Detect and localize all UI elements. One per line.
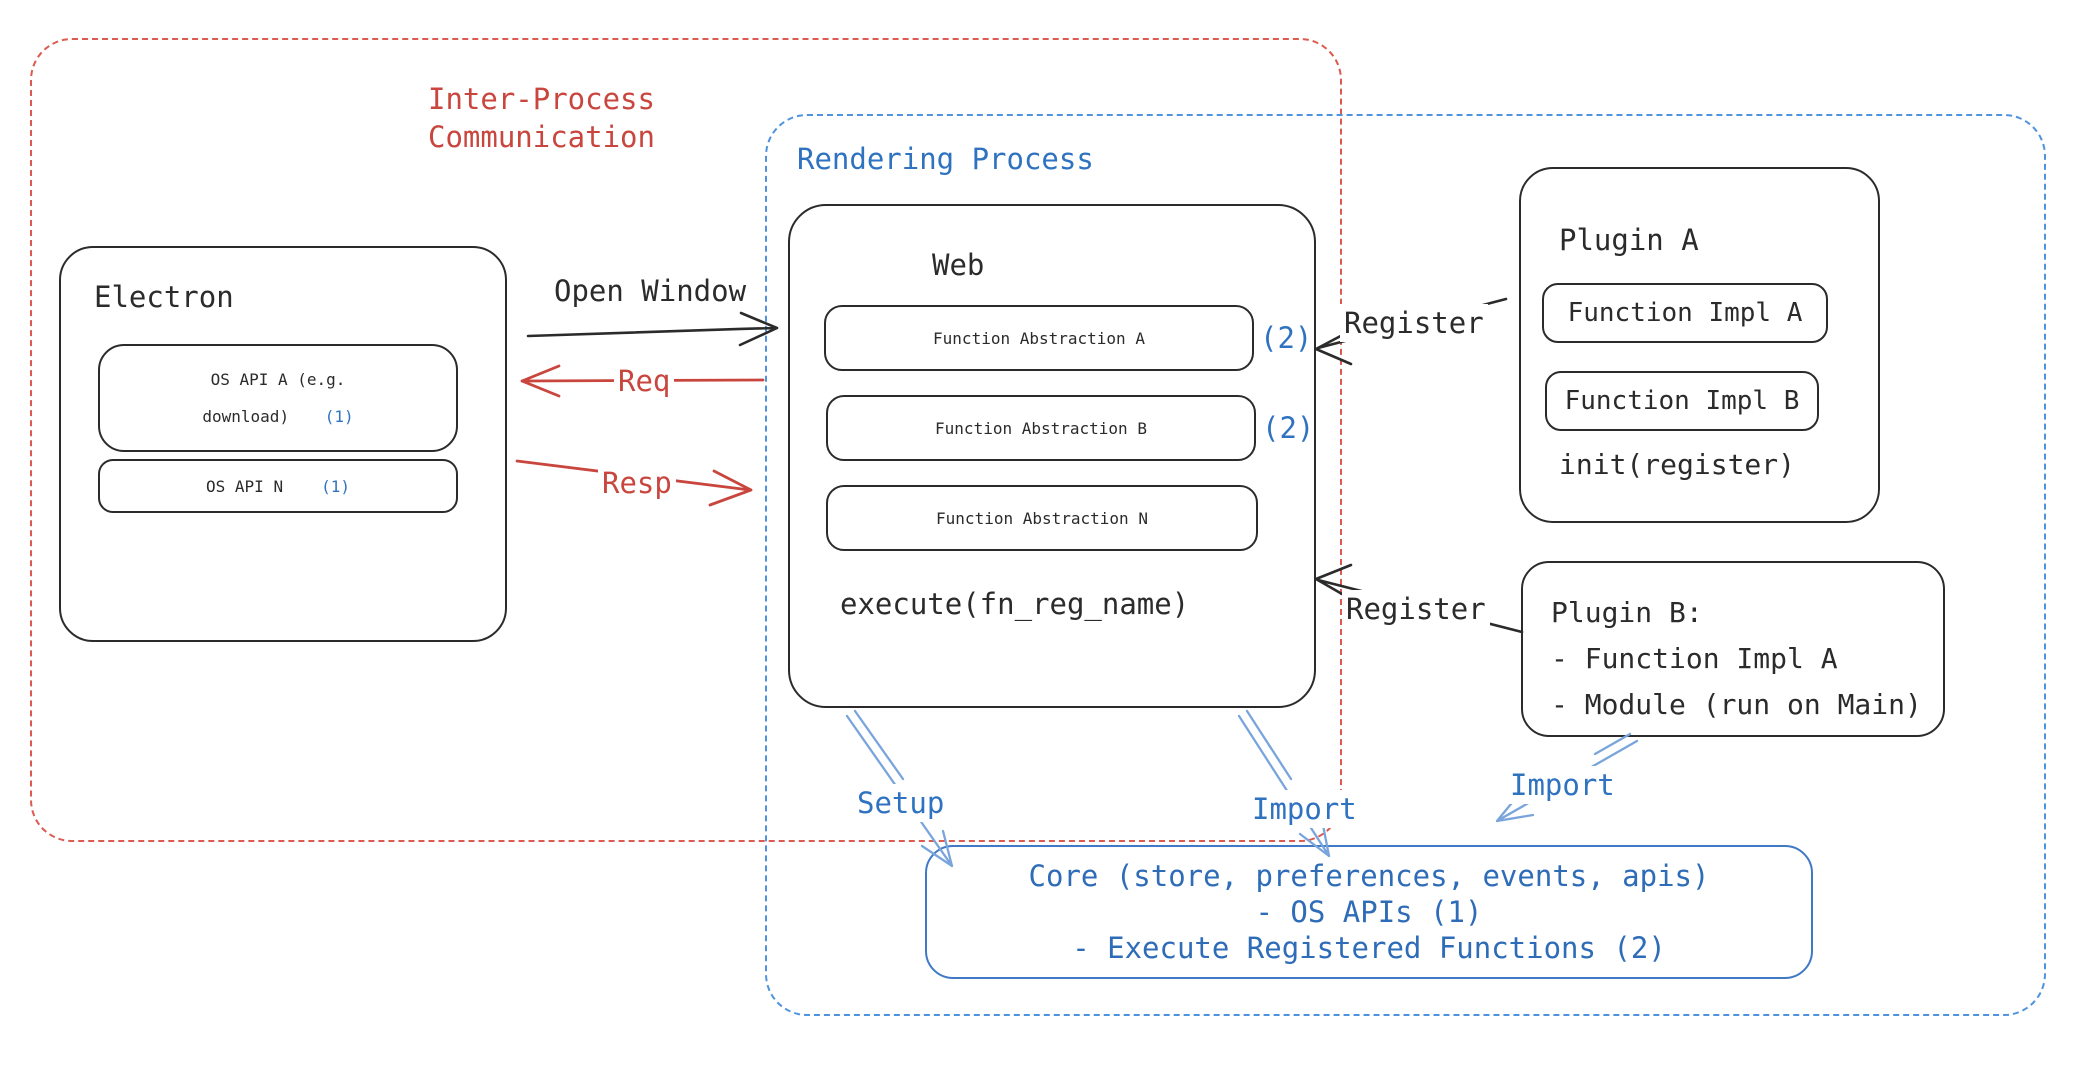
function-impl-a-box: Function Impl A [1542,283,1828,343]
function-abstraction-a-box: Function Abstraction A [824,305,1254,371]
setup-label: Setup [853,784,949,822]
core-execute-line: - Execute Registered Functions (2) [1072,931,1666,965]
core-os-apis-line: - OS APIs (1) [1255,895,1483,929]
plugin-b-item-function-impl-a: - Function Impl A [1551,642,1838,675]
req-label: Req [614,362,675,400]
plugin-a-init-label: init(register) [1559,448,1796,481]
web-title: Web [932,248,985,282]
function-abstraction-a-badge: (2) [1260,321,1313,355]
ipc-group-boundary [30,38,1342,842]
rendering-group-boundary [765,114,2046,1016]
register-top-label: Register [1340,304,1488,342]
resp-label: Resp [598,464,676,502]
function-abstraction-n-box: Function Abstraction N [826,485,1258,551]
plugin-a-box: Plugin A Function Impl A Function Impl B… [1519,167,1880,523]
function-impl-a-label: Function Impl A [1567,298,1803,328]
import-mid-label: Import [1248,790,1361,828]
os-api-n-label: OS API N [206,476,284,496]
function-abstraction-a-label: Function Abstraction A [933,328,1145,348]
electron-box: Electron OS API A (e.g. download) (1) OS… [59,246,507,642]
os-api-a-label-line2: download) [202,407,290,426]
function-abstraction-b-label: Function Abstraction B [935,418,1147,438]
function-abstraction-b-box: Function Abstraction B [826,395,1256,461]
open-window-label: Open Window [550,272,751,310]
function-impl-b-label: Function Impl B [1564,386,1800,416]
register-bottom-label: Register [1342,590,1490,628]
core-title-line: Core (store, preferences, events, apis) [1028,859,1710,893]
core-box: Core (store, preferences, events, apis) … [925,845,1813,979]
function-impl-b-box: Function Impl B [1545,371,1819,431]
import-right-label: Import [1506,766,1619,804]
os-api-n-badge: (1) [321,476,350,496]
plugin-a-title: Plugin A [1559,223,1699,257]
os-api-n-box: OS API N (1) [98,459,458,513]
plugin-b-box: Plugin B: - Function Impl A - Module (ru… [1521,561,1945,737]
ipc-group-label: Inter-Process Communication [428,82,655,154]
plugin-b-item-module: - Module (run on Main) [1551,688,1922,721]
function-abstraction-b-badge: (2) [1262,411,1315,445]
web-execute-label: execute(fn_reg_name) [840,587,1190,621]
function-abstraction-n-label: Function Abstraction N [936,508,1148,528]
os-api-a-label-line1: OS API A (e.g. [210,370,346,389]
electron-title: Electron [94,280,234,314]
os-api-a-badge: (1) [324,407,354,426]
plugin-b-title: Plugin B: [1551,596,1703,629]
os-api-a-box: OS API A (e.g. download) (1) [98,344,458,452]
web-box: Web Function Abstraction A (2) Function … [788,204,1316,708]
rendering-process-label: Rendering Process [797,142,1094,176]
